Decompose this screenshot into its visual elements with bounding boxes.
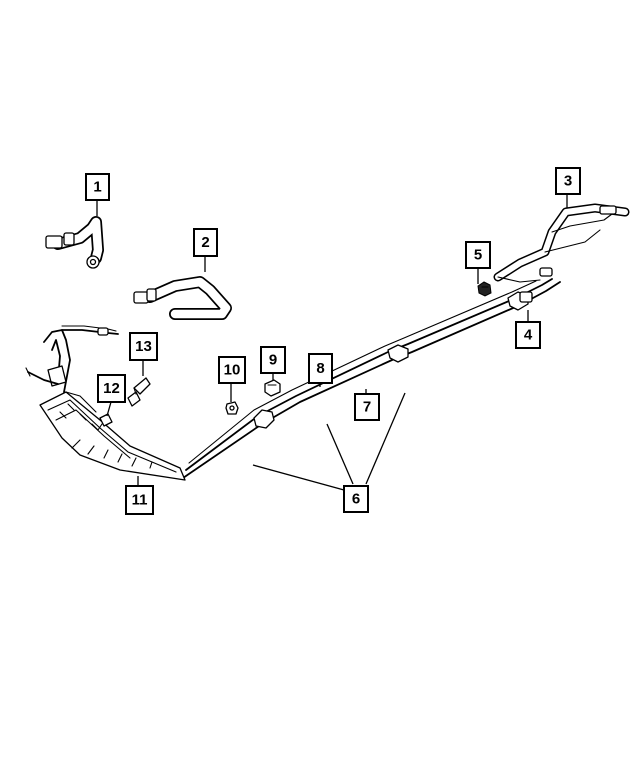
callout-3: 3	[555, 167, 581, 195]
callout-6-label: 6	[352, 491, 360, 508]
callout-3-label: 3	[564, 173, 572, 190]
callout-4: 4	[515, 321, 541, 349]
callout-8: 8	[308, 353, 333, 384]
callout-10: 10	[218, 356, 246, 384]
callout-1-label: 1	[93, 179, 101, 196]
callout-5-label: 5	[474, 247, 482, 264]
part-12-connector	[97, 413, 113, 431]
callout-7-label: 7	[363, 399, 371, 416]
callout-13-label: 13	[135, 338, 152, 355]
part-13-valve	[127, 377, 151, 407]
callout-5: 5	[465, 241, 491, 269]
part-1-hose	[45, 216, 104, 269]
callout-6: 6	[343, 485, 369, 513]
callout-12: 12	[97, 374, 126, 403]
part-10-nut	[225, 401, 239, 415]
callout-8-label: 8	[316, 360, 324, 377]
part-2-hose	[133, 276, 232, 320]
callout-10-label: 10	[224, 362, 241, 379]
callout-4-label: 4	[524, 327, 533, 344]
leader-lines	[96, 194, 568, 491]
callout-7: 7	[354, 393, 380, 421]
callout-12-label: 12	[103, 380, 120, 397]
callout-11-label: 11	[132, 492, 148, 509]
main-line-assembly	[182, 278, 561, 479]
callout-9: 9	[260, 346, 286, 374]
callout-2-label: 2	[201, 234, 209, 251]
callout-9-label: 9	[269, 352, 277, 369]
callout-2: 2	[193, 228, 218, 257]
part-11-shield	[25, 325, 186, 481]
part-5-clip	[477, 281, 492, 297]
callout-11: 11	[125, 485, 154, 515]
callout-13: 13	[129, 332, 158, 361]
callout-1: 1	[85, 173, 110, 201]
part-3-vent-tube	[493, 203, 630, 283]
part-9-clip	[264, 379, 281, 397]
